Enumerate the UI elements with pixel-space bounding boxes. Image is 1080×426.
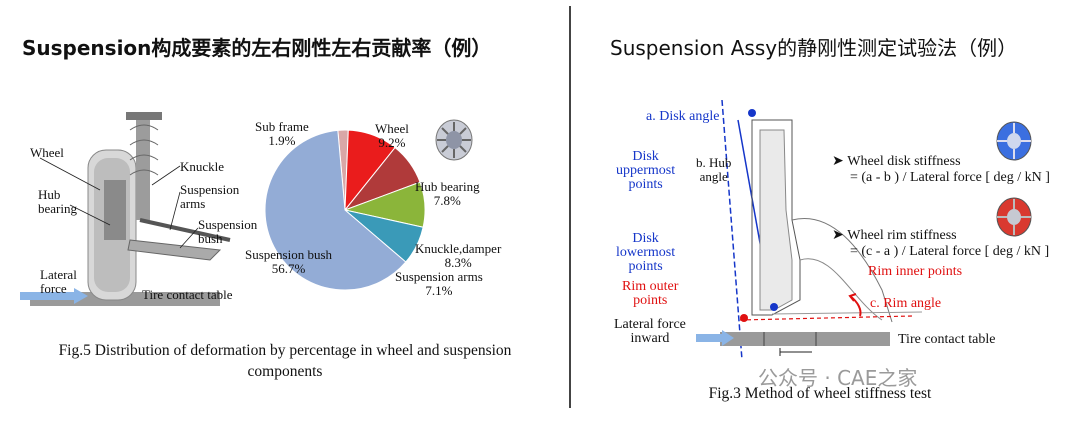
pie-label-value: 7.1% xyxy=(425,283,453,298)
pie-label-name: Suspension bush xyxy=(245,247,333,262)
bullet-disk-formula: = (a - b ) / Lateral force [ deg / kN ] xyxy=(850,170,1050,185)
pie-label-value: 56.7% xyxy=(271,261,306,276)
panel-divider xyxy=(569,6,571,408)
label-suspension-arms: Suspension arms xyxy=(180,182,240,211)
label-rim-angle: c. Rim angle xyxy=(870,296,942,311)
label-disk-lowermost: Disk lowermost points xyxy=(616,231,676,274)
label-tire-contact-table-right: Tire contact table xyxy=(898,332,996,347)
wheel-disk-icon xyxy=(996,121,1032,161)
left-panel: Suspension构成要素的左右刚性左右贡献率（例） Wheel Hub be… xyxy=(20,36,512,380)
bullet-rim-stiffness: ➤ Wheel rim stiffness = (c - a ) / Later… xyxy=(832,228,1050,259)
label-hub-angle: b. Hub angle xyxy=(696,155,732,184)
wheel-test-illustration xyxy=(720,99,923,361)
right-panel: Suspension Assy的静刚性测定试验法（例） a. Disk angl… xyxy=(572,0,1080,426)
right-caption: Fig.3 Method of wheel stiffness test xyxy=(708,385,932,402)
bullet-disk-stiffness: ➤ Wheel disk stiffness = (a - b ) / Late… xyxy=(832,154,1050,185)
wheel-icon xyxy=(435,119,473,161)
bullet-disk-title: Wheel disk stiffness xyxy=(847,154,961,169)
left-heading: Suspension构成要素的左右刚性左右贡献率（例） xyxy=(22,36,492,60)
pie-label-name: Suspension arms xyxy=(395,269,483,284)
label-knuckle: Knuckle xyxy=(180,159,225,174)
label-wheel: Wheel xyxy=(30,145,64,160)
label-lateral-force-inward: Lateral force inward xyxy=(614,317,686,346)
bullet-rim-formula: = (c - a ) / Lateral force [ deg / kN ] xyxy=(850,244,1050,259)
pie-label-value: 9.2% xyxy=(378,135,406,150)
watermark: 公众号 · CAE之家 xyxy=(758,366,918,390)
pie-slice-suspension-bush xyxy=(264,129,407,291)
pie-chart xyxy=(264,129,426,291)
label-tire-contact-table: Tire contact table xyxy=(142,287,233,302)
lateral-force-arrow xyxy=(696,330,734,346)
wheel-rim-icon xyxy=(996,197,1032,237)
pie-label-value: 7.8% xyxy=(433,193,461,208)
right-heading: Suspension Assy的静刚性测定试验法（例） xyxy=(610,36,1018,60)
pie-label-value: 1.9% xyxy=(268,133,296,148)
label-lateral-force: Lateral force xyxy=(40,267,77,296)
label-rim-outer: Rim outer points xyxy=(622,279,679,308)
bullet-rim-title: Wheel rim stiffness xyxy=(847,228,957,243)
label-disk-uppermost: Disk uppermost points xyxy=(616,149,676,192)
pie-label-name: Wheel xyxy=(375,121,409,136)
left-caption: Fig.5 Distribution of deformation by per… xyxy=(58,342,512,380)
label-rim-inner: Rim inner points xyxy=(868,264,963,279)
label-suspension-bush: Suspension bush xyxy=(198,217,258,246)
pie-label-name: Sub frame xyxy=(255,119,309,134)
pie-label-value: 8.3% xyxy=(444,255,472,270)
label-hub-bearing: Hub bearing xyxy=(38,187,77,216)
label-disk-angle: a. Disk angle xyxy=(646,109,720,124)
suspension-illustration xyxy=(20,112,231,306)
pie-label-name: Hub bearing xyxy=(415,179,480,194)
pie-label-name: Knuckle,damper xyxy=(415,241,502,256)
